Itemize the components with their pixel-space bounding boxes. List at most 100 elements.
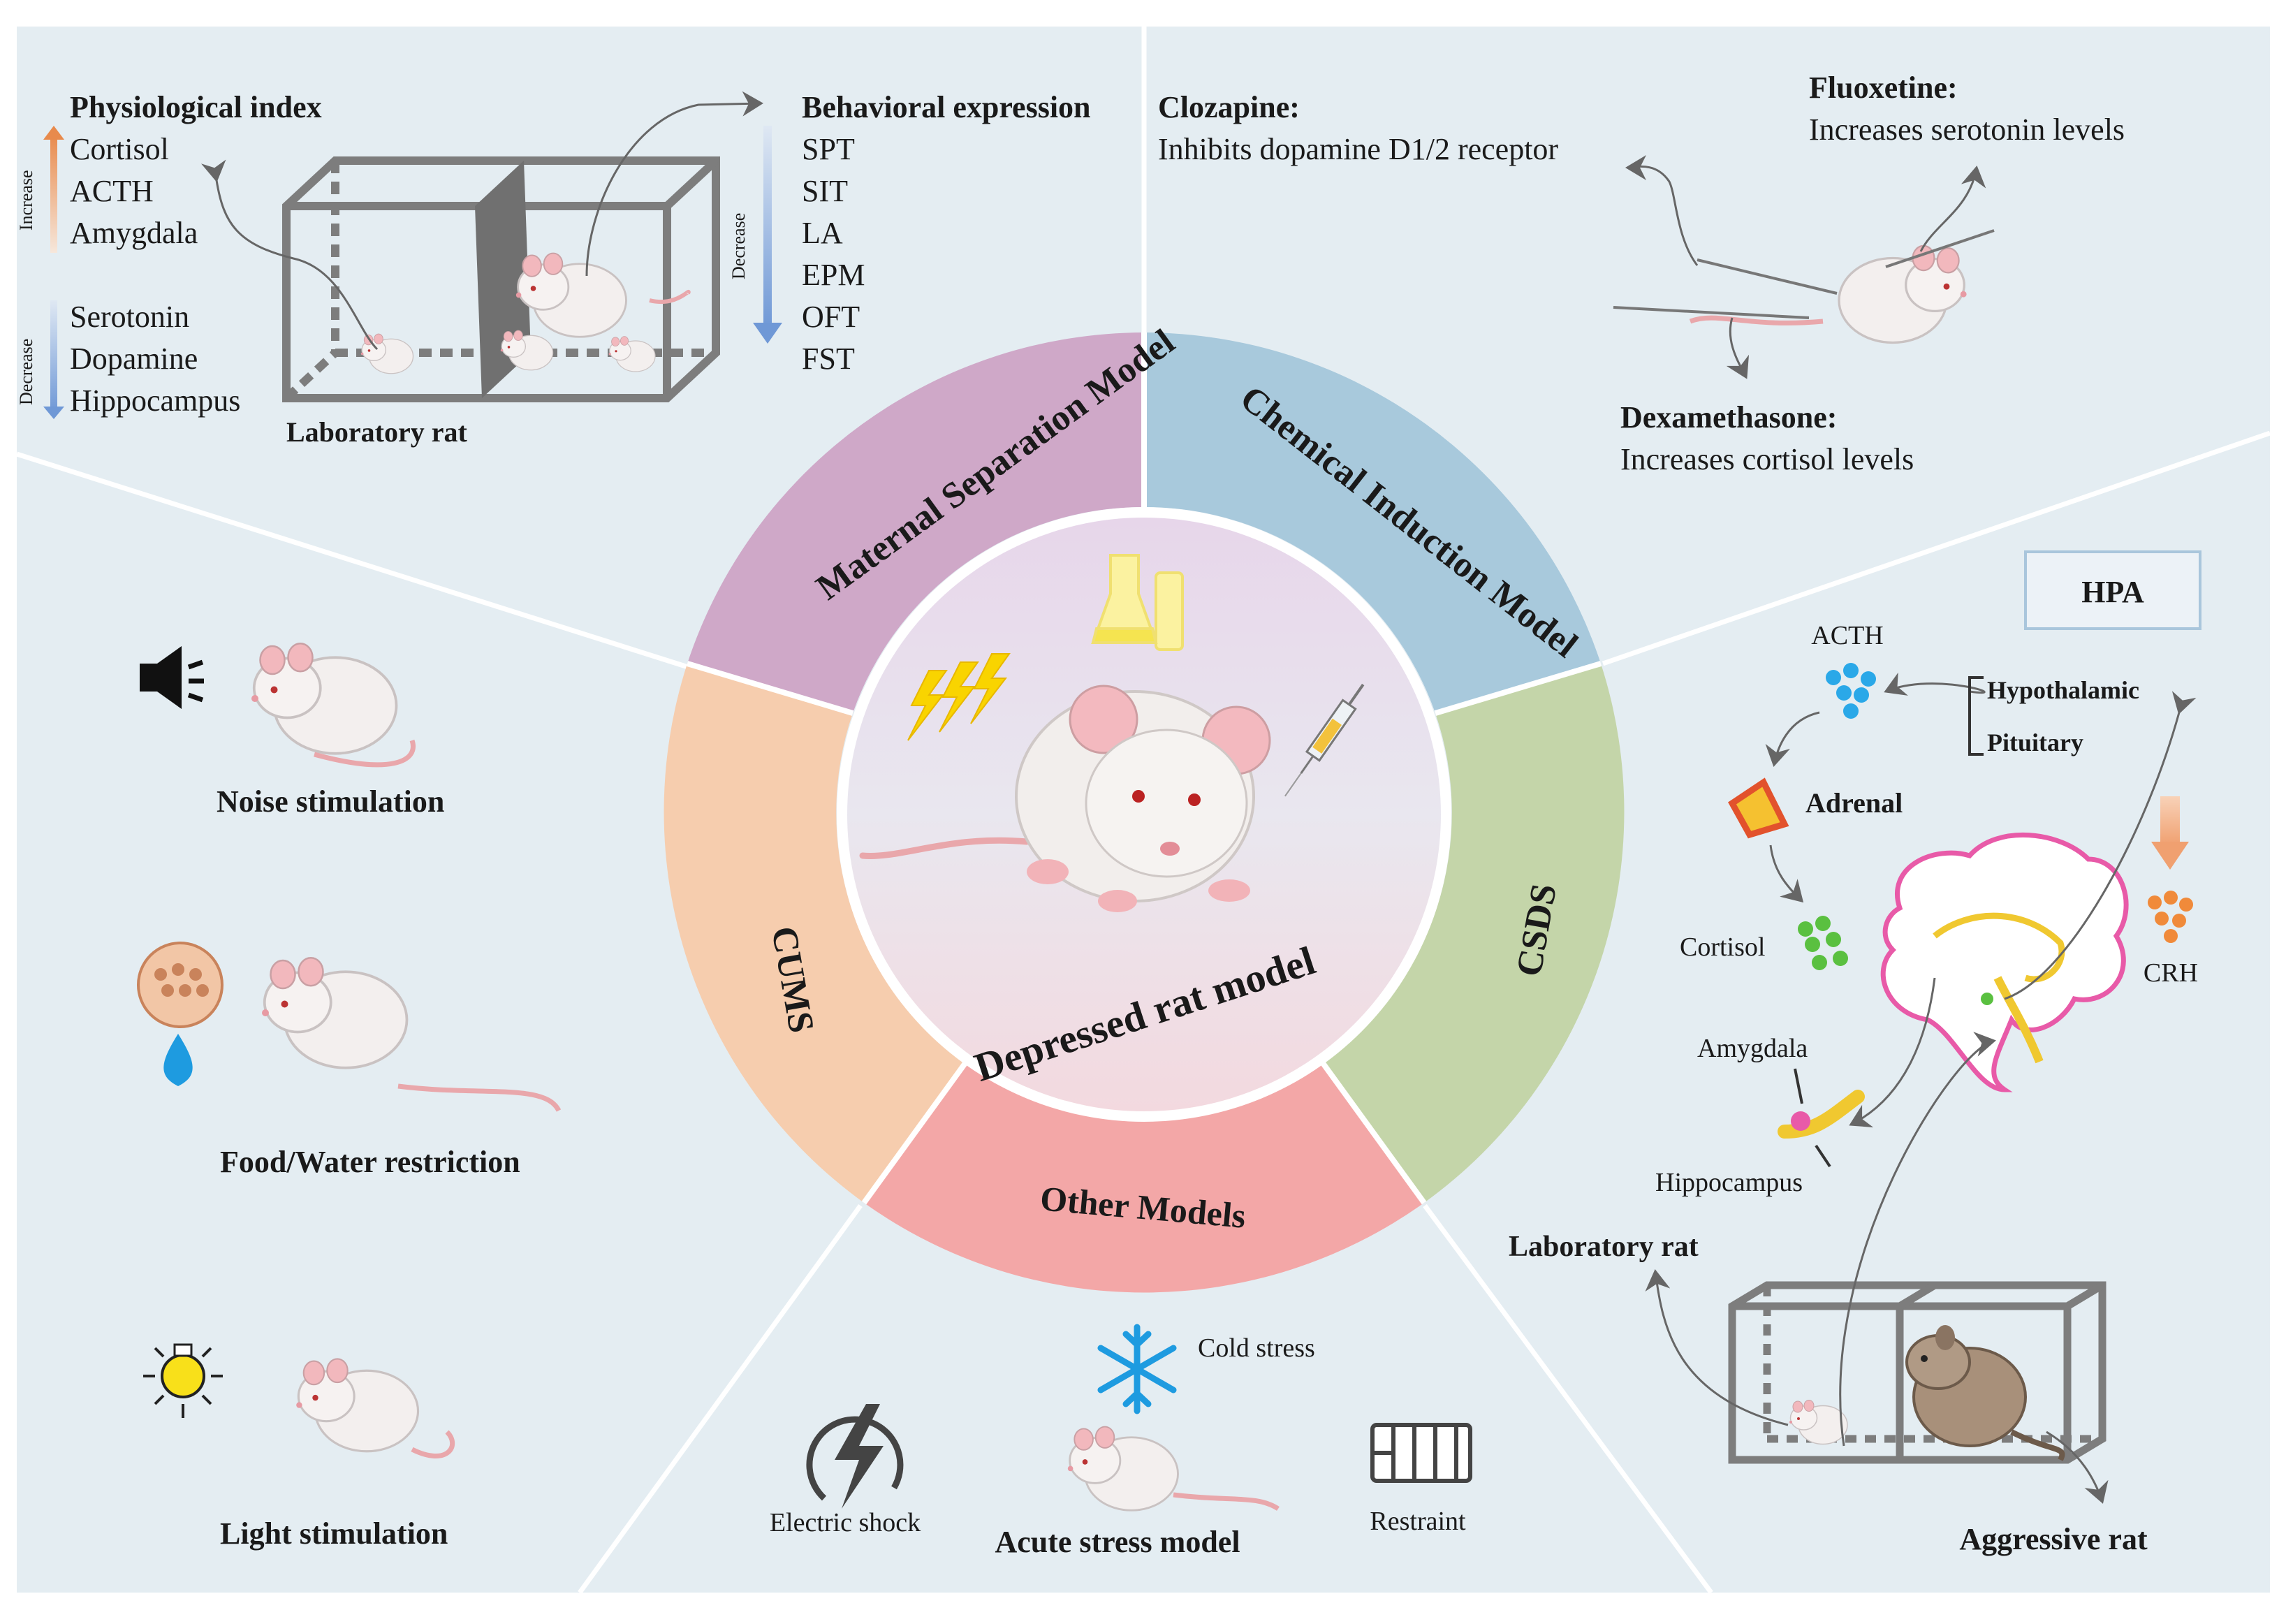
segment-cums bbox=[664, 664, 965, 1203]
snowflake-icon bbox=[1097, 1324, 1177, 1414]
increase-arrow-head bbox=[43, 126, 64, 140]
electric-shock-label: Electric shock bbox=[770, 1508, 921, 1537]
arrow-to-physiological bbox=[200, 159, 379, 351]
cold-stress-label: Cold stress bbox=[1198, 1333, 1315, 1363]
ring-segments bbox=[664, 332, 1625, 1293]
segment-maternal-separation bbox=[687, 332, 1144, 713]
hpa-panel: HPA ACTH Hypothalamic Pituitary Adrenal … bbox=[1509, 550, 2201, 1556]
arrow-to-fluoxetine bbox=[1919, 166, 1986, 252]
cortisol-label: Cortisol bbox=[1680, 932, 1765, 962]
segment-csds bbox=[1323, 664, 1625, 1203]
decrease-item-hippocampus: Hippocampus bbox=[70, 383, 240, 418]
behavior-decrease-arrow-head bbox=[753, 323, 782, 344]
food-pellets bbox=[154, 963, 209, 997]
water-drop-icon bbox=[163, 1034, 193, 1086]
increase-arrow bbox=[50, 134, 57, 253]
increase-item-cortisol: Cortisol bbox=[70, 132, 169, 166]
aggressive-rat-icon bbox=[1905, 1325, 2065, 1461]
food-bowl-icon bbox=[137, 942, 224, 1028]
increase-label: Increase bbox=[16, 170, 36, 231]
arrow-rat-to-brain bbox=[1839, 1032, 1996, 1447]
dexamethasone-title: Dexamethasone: bbox=[1620, 400, 1837, 434]
dexamethasone-desc: Increases cortisol levels bbox=[1620, 442, 1914, 476]
decrease-item-dopamine: Dopamine bbox=[70, 342, 198, 376]
decrease-arrow-head bbox=[43, 407, 64, 419]
cortisol-molecules-icon bbox=[1798, 916, 1848, 970]
fluoxetine-desc: Increases serotonin levels bbox=[1809, 112, 2125, 147]
noise-label: Noise stimulation bbox=[217, 784, 444, 819]
adrenal-icon bbox=[1728, 777, 1789, 839]
crh-arrow bbox=[2160, 796, 2180, 845]
hpa-label: HPA bbox=[2081, 575, 2144, 609]
arrow-to-adrenal bbox=[1765, 711, 1820, 767]
arrow-to-hippocampus bbox=[1849, 977, 1936, 1128]
restraint-label: Restraint bbox=[1370, 1507, 1466, 1536]
csds-cage-icon bbox=[1728, 1281, 2107, 1464]
pituitary-label: Pituitary bbox=[1987, 729, 2083, 756]
arrow-to-dexamethasone bbox=[1726, 317, 1750, 379]
behavior-title: Behavioral expression bbox=[802, 90, 1091, 124]
bracket bbox=[1968, 676, 1984, 756]
behavior-item-oft: OFT bbox=[802, 300, 860, 334]
syringe-icon bbox=[1284, 683, 1365, 797]
electric-shock-icon bbox=[806, 1404, 904, 1509]
acth-molecules-icon bbox=[1826, 663, 1876, 719]
adrenal-label: Adrenal bbox=[1805, 787, 1903, 819]
behavior-decrease-label: Decrease bbox=[728, 213, 749, 279]
acute-stress-title: Acute stress model bbox=[995, 1525, 1240, 1559]
arrow-to-behavioral bbox=[585, 91, 763, 277]
flask-icon bbox=[1091, 554, 1184, 651]
brain-icon bbox=[1880, 832, 2129, 1092]
increase-item-amygdala: Amygdala bbox=[70, 216, 198, 250]
behavior-decrease-arrow bbox=[763, 126, 772, 328]
chemical-induction-panel: Clozapine: Inhibits dopamine D1/2 recept… bbox=[1158, 71, 2125, 476]
decrease-item-serotonin: Serotonin bbox=[70, 300, 189, 334]
behavior-item-epm: EPM bbox=[802, 258, 865, 292]
hypothalamic-label: Hypothalamic bbox=[1987, 676, 2139, 704]
cums-panel: Noise stimulation Food/Water restriction… bbox=[137, 642, 562, 1551]
behavior-item-spt: SPT bbox=[802, 132, 855, 166]
hpa-box bbox=[2024, 550, 2201, 630]
maternal-rat-label: Laboratory rat bbox=[286, 416, 468, 448]
restraint-icon bbox=[1370, 1423, 1472, 1483]
csds-lab-rat-label: Laboratory rat bbox=[1509, 1231, 1699, 1263]
central-rat-icon bbox=[859, 685, 1271, 912]
segment-other-models bbox=[864, 1063, 1424, 1293]
light-bulb-icon bbox=[143, 1343, 223, 1418]
crh-label: CRH bbox=[2144, 958, 2198, 988]
speaker-icon bbox=[140, 646, 204, 709]
decrease-arrow bbox=[50, 300, 57, 412]
panel-dividers bbox=[15, 27, 2271, 1595]
amygdala-label: Amygdala bbox=[1697, 1034, 1808, 1063]
arrow-to-clozapine bbox=[1625, 154, 1699, 266]
behavior-item-la: LA bbox=[802, 216, 843, 250]
behavior-item-sit: SIT bbox=[802, 174, 848, 208]
clozapine-desc: Inhibits dopamine D1/2 receptor bbox=[1158, 132, 1558, 166]
arrow-hypothalamic-brain bbox=[2004, 691, 2197, 1000]
crh-molecules-icon bbox=[2148, 891, 2193, 943]
hippocampus-icon bbox=[1778, 1090, 1865, 1139]
arrow-to-cortisol bbox=[1769, 844, 1804, 903]
segment-chemical-induction bbox=[1144, 332, 1601, 713]
light-label: Light stimulation bbox=[220, 1516, 448, 1551]
hippocampus-label: Hippocampus bbox=[1655, 1168, 1803, 1197]
arrow-to-lab-rat bbox=[1645, 1269, 1789, 1426]
food-water-label: Food/Water restriction bbox=[220, 1145, 520, 1179]
behavior-item-fst: FST bbox=[802, 342, 855, 376]
increase-item-acth: ACTH bbox=[70, 174, 154, 208]
acute-stress-panel: Cold stress Electric shock Acute stress … bbox=[770, 1324, 1472, 1559]
clozapine-title: Clozapine: bbox=[1158, 90, 1300, 124]
amygdala-icon bbox=[1791, 1111, 1810, 1131]
crh-arrow-head bbox=[2151, 842, 2189, 870]
fluoxetine-title: Fluoxetine: bbox=[1809, 71, 1958, 105]
arrow-to-aggressive-rat bbox=[2046, 1431, 2109, 1504]
lightning-icon bbox=[907, 653, 1011, 741]
physiological-title: Physiological index bbox=[70, 90, 322, 124]
maternal-separation-panel: Physiological index Increase Cortisol AC… bbox=[16, 90, 1091, 448]
arrow-to-acth bbox=[1884, 672, 1986, 696]
syringes-icon bbox=[1613, 229, 1995, 319]
acth-label: ACTH bbox=[1811, 621, 1883, 650]
aggressive-rat-label: Aggressive rat bbox=[1959, 1522, 2148, 1556]
